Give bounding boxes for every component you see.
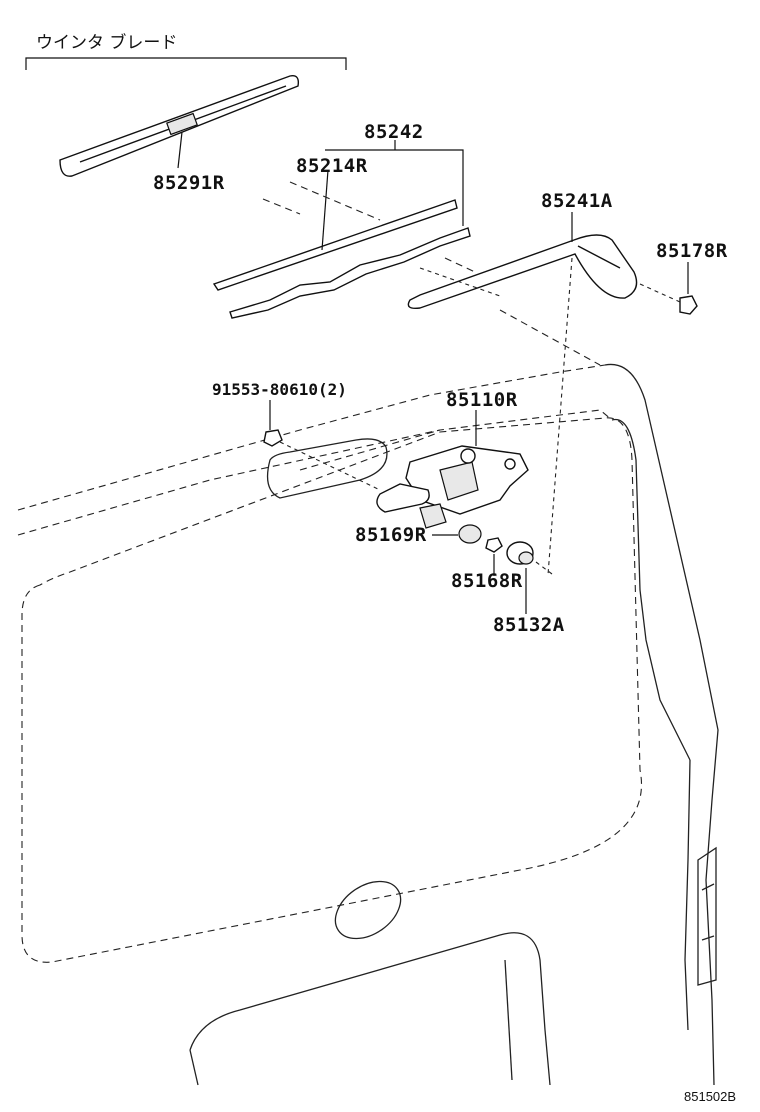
group-label-wiper-blade: ウインタ ブレード [36,32,177,53]
guide-line-a [499,309,601,366]
part-label-85178r: 85178R [656,240,728,262]
part-label-91553-80610: 91553-80610(2) [212,380,347,399]
wiper-motor-85110r [299,410,529,529]
bolt-91553-80610 [263,400,381,491]
wiper-blade-85291r [59,75,300,177]
part-label-85168r: 85168R [451,570,523,592]
part-label-85291r: 85291R [153,172,225,194]
nut-85178r [639,262,698,315]
part-label-85132a: 85132A [493,614,565,636]
wiper-arm-85241a [407,212,638,576]
guide-line-b [444,257,476,273]
nut-85168r [485,537,503,576]
drawing-code: 851502B [684,1089,736,1104]
group-bracket [25,57,347,70]
back-door-outline [17,363,719,1086]
part-label-85214r: 85214R [296,155,368,177]
grommet-85169r [432,524,482,544]
part-label-85242: 85242 [364,121,424,143]
part-label-85241a: 85241A [541,190,613,212]
part-label-85169r: 85169R [355,524,427,546]
cap-85132a [506,541,553,614]
blade-assembly-85242 [212,140,471,319]
part-label-85110r: 85110R [446,389,518,411]
